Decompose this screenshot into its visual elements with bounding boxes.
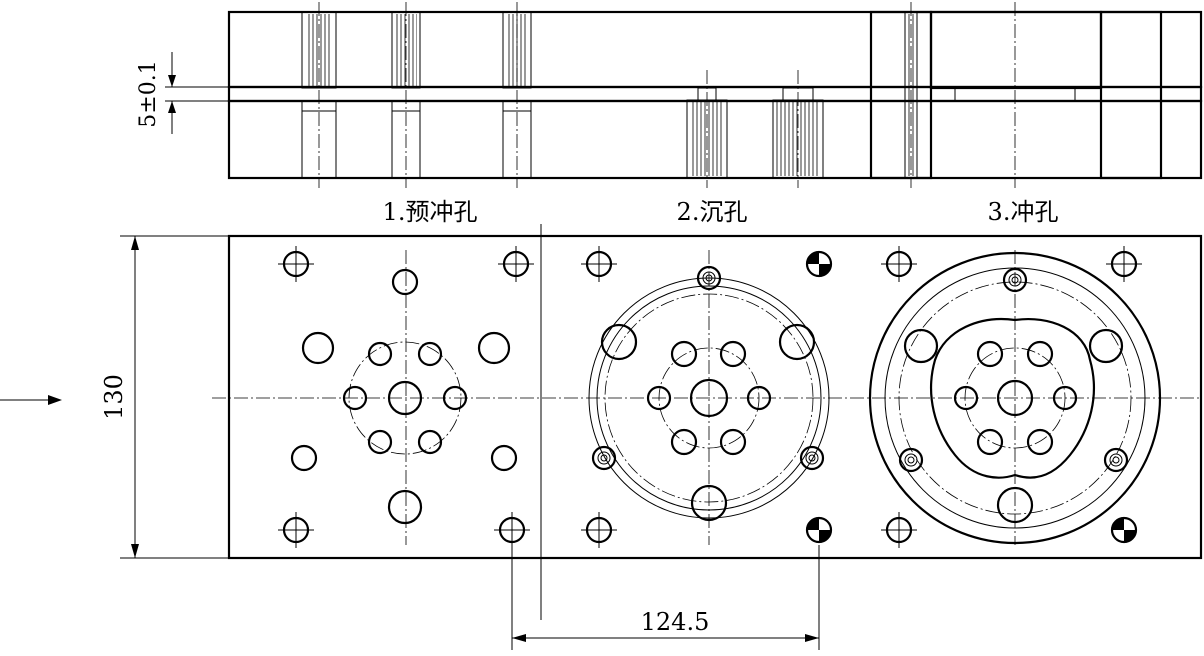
section-view: 5±0.1 [136, 2, 1203, 188]
pre-punch-hole [417, 341, 443, 367]
bolt-circle [964, 347, 1066, 449]
counterbore-hole [591, 445, 617, 471]
strip-width-label: 130 [100, 374, 128, 420]
station-1-holes [278, 246, 534, 548]
inner-hole [1026, 428, 1054, 456]
station-3-label: 3.冲孔 [988, 198, 1059, 226]
center-hole [996, 379, 1034, 417]
pilot-marker [805, 516, 833, 544]
inner-hole [670, 340, 698, 368]
pre-punch-hole [367, 341, 393, 367]
counterbore-hole [799, 445, 825, 471]
bolt-circle [658, 347, 760, 449]
inner-hole [1052, 385, 1078, 411]
station-2-label: 2.沉孔 [677, 198, 748, 226]
station-2-holes [581, 246, 833, 548]
counterbore-hole [600, 323, 638, 361]
counterbore-hole [1002, 267, 1028, 293]
pre-punch-hole [342, 385, 368, 411]
feed-arrow [0, 395, 62, 405]
punches-station-3 [869, 10, 1202, 180]
pre-punch-hole [490, 444, 518, 472]
pilot-hole [278, 512, 314, 548]
inner-hole [746, 385, 772, 411]
pilot-hole [881, 246, 917, 282]
pilot-hole [498, 246, 534, 282]
bolt-circle [604, 293, 814, 503]
thickness-dimension: 5±0.1 [136, 52, 229, 134]
pre-punch-hole [477, 331, 511, 365]
inner-hole [976, 340, 1004, 368]
pilot-hole [1106, 246, 1142, 282]
inner-hole [646, 385, 672, 411]
upper-die-plate [227, 10, 1203, 89]
counterbore-hole [690, 484, 728, 522]
pitch-label: 124.5 [641, 608, 710, 636]
punches-station-1 [301, 11, 532, 179]
pierce-hole [996, 486, 1034, 524]
bolt-circle [898, 281, 1132, 515]
counterbore-hole [1103, 447, 1129, 473]
station-1-label: 1.预冲孔 [383, 198, 478, 226]
pierce-hole [903, 328, 939, 364]
counterbore-hole [696, 265, 722, 291]
pre-punch-hole [387, 489, 423, 525]
trefoil-cutout [929, 318, 1096, 479]
inner-hole [976, 428, 1004, 456]
strip-thickness-label: 5±0.1 [136, 60, 161, 127]
pre-punch-hole [367, 429, 393, 455]
strip-layout: 130 124.5 [0, 224, 1203, 650]
outer-ring [588, 277, 830, 519]
pilot-hole [581, 246, 617, 282]
inner-hole [719, 428, 747, 456]
pitch-dimension: 124.5 [511, 545, 820, 650]
outer-blank [868, 251, 1162, 545]
outer-ring [596, 285, 822, 511]
pre-punch-hole [442, 385, 468, 411]
strip-width-dimension: 130 [100, 235, 229, 559]
pilot-hole [581, 512, 617, 548]
bolt-circle [348, 341, 462, 455]
strip-outline [227, 234, 1203, 560]
inner-hole [670, 428, 698, 456]
pilot-marker [805, 250, 833, 278]
counterbore-hole [898, 447, 924, 473]
inner-hole [719, 340, 747, 368]
pre-punch-hole [301, 331, 335, 365]
inner-hole [953, 385, 979, 411]
pilot-hole [278, 246, 314, 282]
pilot-marker [1110, 516, 1138, 544]
center-hole [689, 378, 729, 418]
pierce-hole [1088, 328, 1124, 364]
pre-punch-hole [417, 429, 443, 455]
counterbore-hole [778, 323, 816, 361]
inner-hole [1026, 340, 1054, 368]
pilot-hole [494, 512, 530, 548]
pilot-hole [881, 512, 917, 548]
pre-punch-hole [391, 268, 419, 296]
pre-punch-hole [290, 444, 318, 472]
pre-punch-hole [387, 380, 423, 416]
station-3-holes [868, 246, 1162, 548]
